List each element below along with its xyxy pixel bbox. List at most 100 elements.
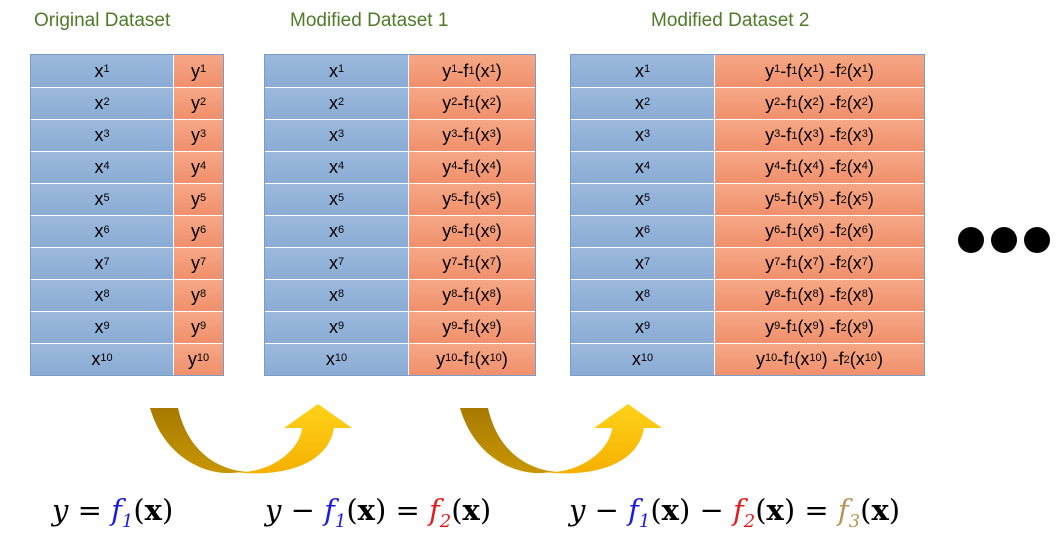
ellipsis-dot-icon: [958, 227, 984, 253]
equation-f3: y − f1(x) − f2(x) = f3(x): [569, 493, 901, 532]
ellipsis-dot-icon: [1024, 227, 1050, 253]
curved-arrow-2: [460, 404, 662, 474]
equation-f2: y − f1(x) = f2(x): [265, 493, 492, 532]
title-original-dataset: Original Dataset: [34, 10, 171, 31]
equation-f1: y = f1(x): [52, 493, 174, 532]
curved-arrow-1: [150, 404, 352, 474]
title-modified-dataset-2: Modified Dataset 2: [651, 10, 810, 31]
ellipsis-dot-icon: [991, 227, 1017, 253]
